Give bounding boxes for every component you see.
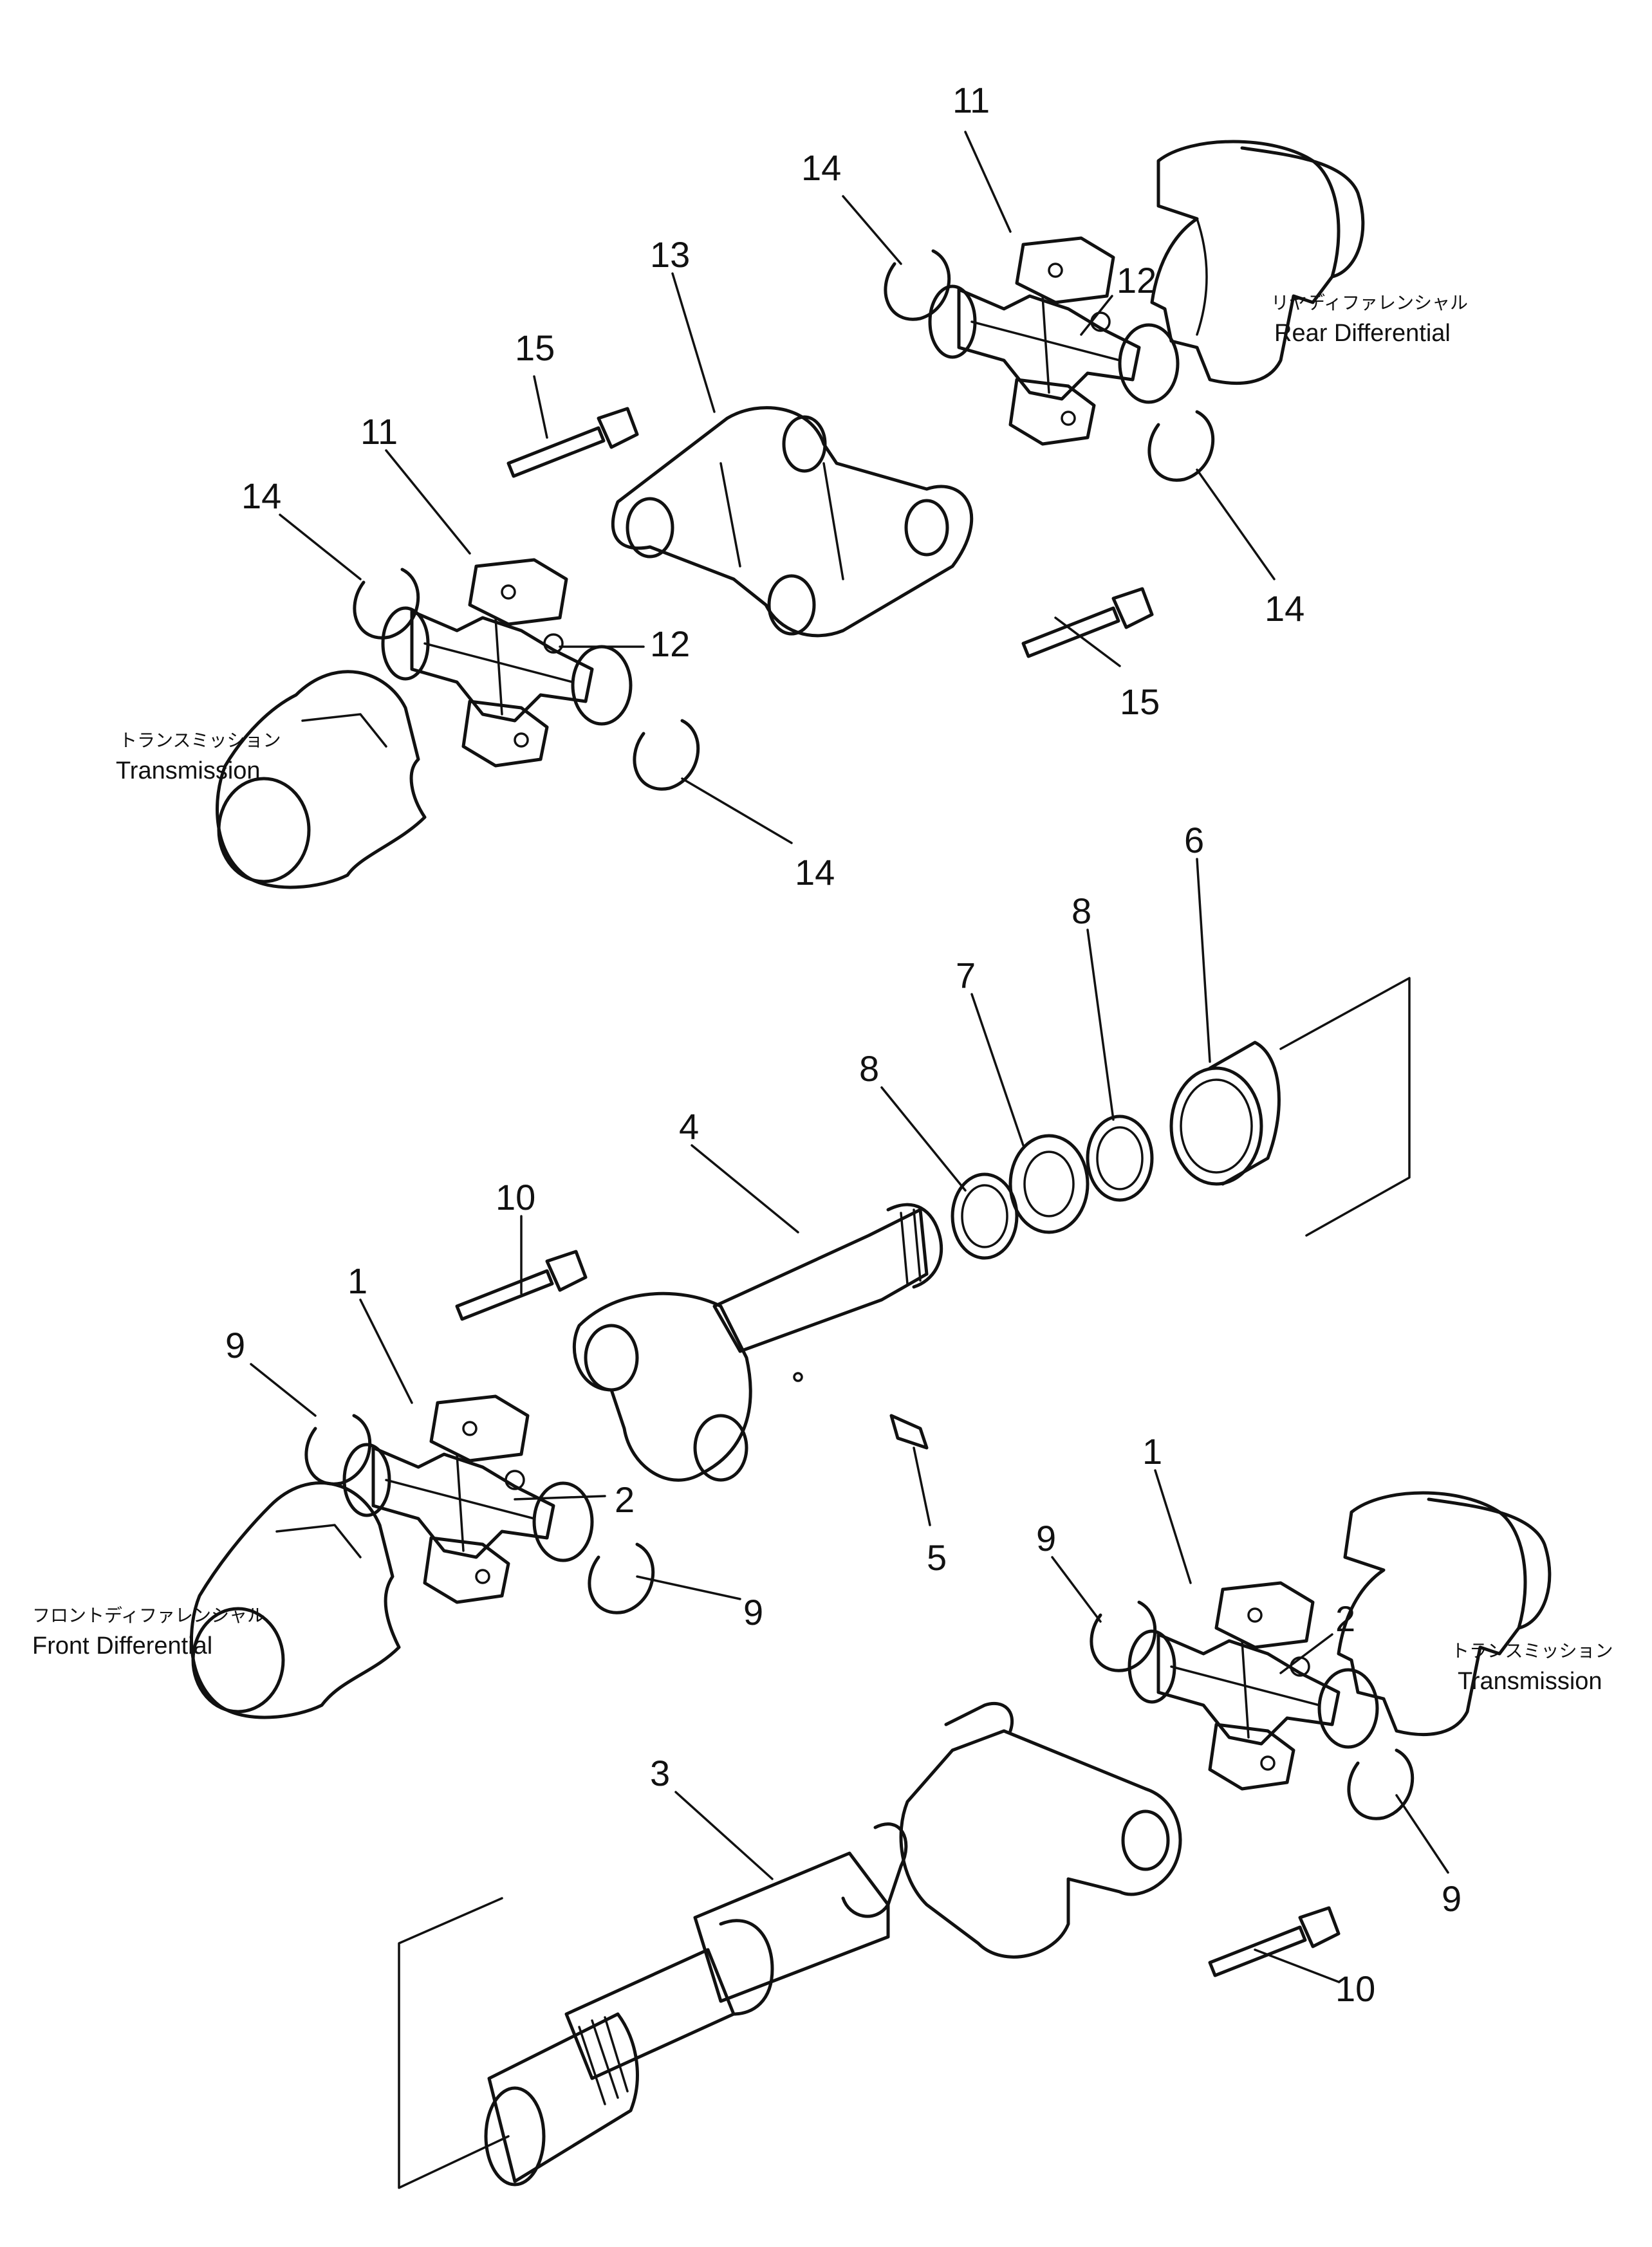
callout-3: 3 [650, 1753, 670, 1793]
bolt-15-right [1023, 589, 1152, 656]
callout-12: 12 [650, 624, 690, 664]
callout-1: 1 [1142, 1431, 1162, 1472]
callout-5: 5 [927, 1537, 947, 1578]
bearing-7 [1008, 1134, 1090, 1234]
callout-11: 11 [952, 80, 990, 120]
callout-15: 15 [515, 328, 555, 368]
transmission-label-jp: トランスミッション [1451, 1640, 1613, 1661]
callout-8: 8 [859, 1048, 879, 1089]
bolt-10-bottom [1210, 1908, 1339, 1975]
callout-9: 9 [1442, 1878, 1462, 1919]
snap-ring-14 [635, 721, 698, 789]
callout-4: 4 [679, 1106, 699, 1147]
callout-8: 8 [1072, 891, 1091, 931]
callout-11: 11 [360, 411, 398, 452]
transmission-label: Transmission [116, 757, 261, 784]
callout-9: 9 [743, 1592, 763, 1632]
snap-ring-9 [1349, 1750, 1413, 1818]
callout-1: 1 [348, 1261, 367, 1301]
rear-differential-flange [1150, 140, 1365, 385]
callout-14: 14 [1265, 588, 1304, 629]
assembly-bracket-line [398, 1897, 510, 2189]
callout-10: 10 [1335, 1968, 1375, 2009]
callout-10: 10 [496, 1177, 535, 1217]
center-support-13 [611, 406, 974, 638]
grease-fitting-5 [889, 1414, 929, 1450]
universal-joint-1-left [344, 1396, 592, 1602]
callout-2: 2 [615, 1479, 635, 1520]
front-differential-label: Front Differential [32, 1632, 212, 1660]
rear-differential-label: Rear Differential [1274, 320, 1451, 347]
front-differential-housing [190, 1481, 401, 1719]
callout-14: 14 [241, 476, 281, 516]
transmission-flange-bottom [1337, 1491, 1552, 1737]
assembly-bracket-line [1279, 977, 1411, 1237]
snap-ring-14 [1149, 412, 1213, 480]
yoke-shaft-4 [572, 1203, 943, 1482]
callout-9: 9 [1036, 1518, 1056, 1558]
snap-ring-14 [886, 251, 949, 319]
universal-joint-11-top-left [383, 560, 631, 766]
washer-8-right [1086, 1114, 1154, 1202]
leader-lines [250, 131, 1449, 1983]
slip-shaft-3 [484, 1701, 1182, 2187]
callout-6: 6 [1184, 820, 1204, 860]
snap-ring-9 [1091, 1602, 1155, 1670]
snap-ring-9 [306, 1416, 370, 1484]
callout-9: 9 [225, 1325, 245, 1365]
callout-7: 7 [956, 955, 976, 995]
callout-2: 2 [1335, 1598, 1355, 1639]
callout-12: 12 [1117, 260, 1156, 301]
nut-6 [1169, 1040, 1281, 1186]
front-differential-label-jp: フロントディファレンシャル [32, 1605, 265, 1626]
callout-14: 14 [795, 852, 835, 892]
transmission-housing-top [216, 670, 427, 889]
transmission-label-jp: トランスミッション [119, 730, 281, 751]
rear-differential-label-jp: リヤディファレンシャル [1271, 292, 1468, 313]
washer-8-left [951, 1172, 1019, 1260]
transmission-label: Transmission [1458, 1668, 1602, 1695]
callout-14: 14 [801, 147, 841, 188]
callout-13: 13 [650, 234, 690, 275]
bolt-15-top [508, 409, 637, 476]
callout-15: 15 [1120, 681, 1160, 722]
